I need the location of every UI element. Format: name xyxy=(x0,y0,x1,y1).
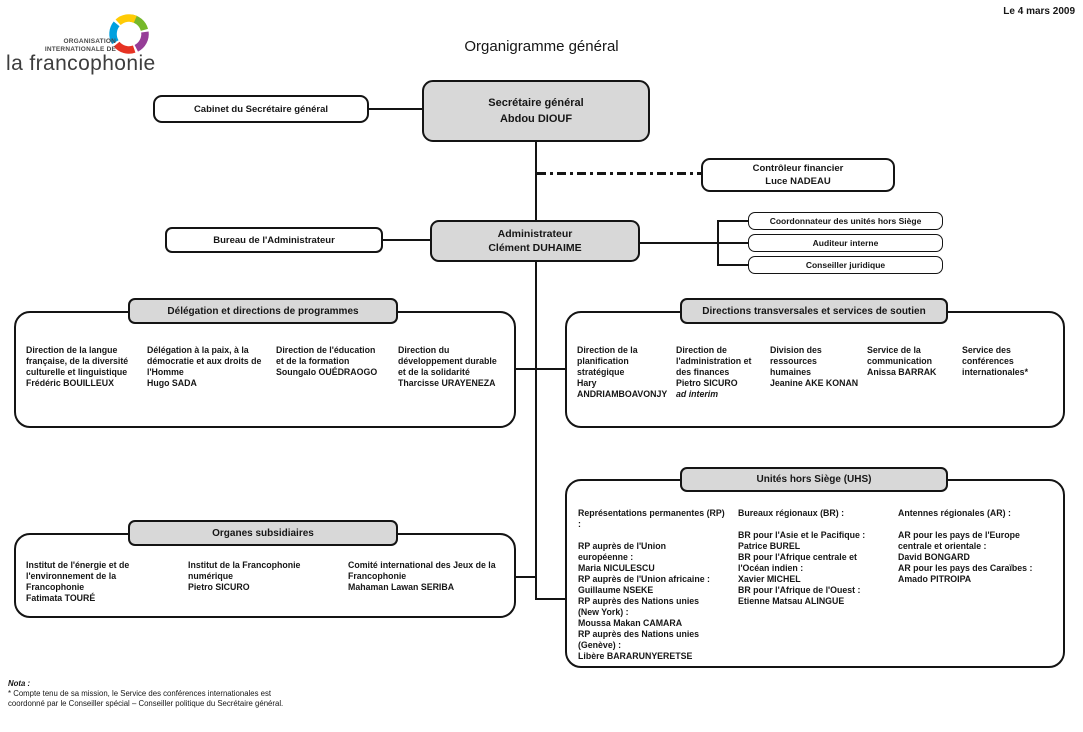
node-label: Coordonnateur des unités hors Siège xyxy=(769,216,922,226)
transversales-item: Service des conférences internationales* xyxy=(962,345,1056,378)
node-label: Cabinet du Secrétaire général xyxy=(193,103,329,115)
node-cabinet-secretaire-general: Cabinet du Secrétaire général xyxy=(153,95,369,123)
node-title: Secrétaire général xyxy=(488,97,584,109)
node-person: Abdou DIOUF xyxy=(499,113,573,125)
date-label: Le 4 mars 2009 xyxy=(1003,6,1075,17)
connector-line xyxy=(535,262,537,600)
logo-wordmark: la francophonie xyxy=(6,52,156,75)
section-organes-container xyxy=(14,533,516,618)
item-person: Fatimata TOURÉ xyxy=(26,593,96,603)
section-organes-header: Organes subsidiaires xyxy=(128,520,398,546)
node-auditeur-interne: Auditeur interne xyxy=(748,234,943,252)
item-person: Pietro SICURO xyxy=(188,582,250,592)
connector-line xyxy=(516,368,565,370)
item-title: Direction du développement durable et de… xyxy=(398,345,497,377)
item-person: Mahaman Lawan SERIBA xyxy=(348,582,455,592)
item-person: Tharcisse URAYENEZA xyxy=(398,378,496,388)
item-person: Frédéric BOUILLEUX xyxy=(26,378,114,388)
item-title: Délégation à la paix, à la démocratie et… xyxy=(147,345,262,377)
organes-item: Comité international des Jeux de la Fran… xyxy=(348,560,503,593)
programmes-item: Direction du développement durable et de… xyxy=(398,345,500,389)
section-uhs-header: Unités hors Siège (UHS) xyxy=(680,467,948,492)
node-label: Auditeur interne xyxy=(812,238,879,248)
node-secretaire-general: Secrétaire général Abdou DIOUF xyxy=(422,80,650,142)
item-note: ad interim xyxy=(676,389,719,399)
item-title: Direction de la langue française, de la … xyxy=(26,345,129,377)
organes-item: Institut de l'énergie et de l'environnem… xyxy=(26,560,176,604)
connector-line xyxy=(717,220,748,222)
item-title: Division des ressources humaines xyxy=(770,345,822,377)
item-person: Jeanine AKE KONAN xyxy=(770,378,859,388)
node-conseiller-juridique: Conseiller juridique xyxy=(748,256,943,274)
node-person: Clément DUHAIME xyxy=(488,242,582,254)
node-bureau-administrateur: Bureau de l'Administrateur xyxy=(165,227,383,253)
footnote: Nota : * Compte tenu de sa mission, le S… xyxy=(8,679,283,709)
uhs-column-rp: Représentations permanentes (RP) : RP au… xyxy=(578,508,730,662)
organes-item: Institut de la Francophonie numérique Pi… xyxy=(188,560,338,593)
connector-line xyxy=(717,264,748,266)
section-programmes-container xyxy=(14,311,516,428)
uhs-column-heading: Antennes régionales (AR) : xyxy=(898,508,1011,518)
uhs-column-body: RP auprès de l'Union européenne : Maria … xyxy=(578,541,710,661)
item-title: Institut de la Francophonie numérique xyxy=(188,560,301,581)
page-title: Organigramme général xyxy=(464,38,619,55)
footnote-body: * Compte tenu de sa mission, le Service … xyxy=(8,689,284,708)
item-title: Institut de l'énergie et de l'environnem… xyxy=(26,560,130,592)
footnote-label: Nota : xyxy=(8,679,31,688)
node-label: Conseiller juridique xyxy=(805,260,886,270)
node-person: Luce NADEAU xyxy=(765,176,831,187)
programmes-item: Délégation à la paix, à la démocratie et… xyxy=(147,345,265,389)
item-title: Direction de l'administration et des fin… xyxy=(676,345,752,377)
logo-org-text: ORGANISATION INTERNATIONALE DE xyxy=(44,38,116,53)
node-controleur-financier: Contrôleur financier Luce NADEAU xyxy=(701,158,895,192)
transversales-item: Direction de la planification stratégiqu… xyxy=(577,345,673,400)
item-title: Direction de l'éducation et de la format… xyxy=(276,345,376,366)
connector-line xyxy=(369,108,422,110)
uhs-column-body: BR pour l'Asie et le Pacifique : Patrice… xyxy=(738,530,866,606)
uhs-column-br: Bureaux régionaux (BR) : BR pour l'Asie … xyxy=(738,508,892,607)
connector-line xyxy=(536,598,565,600)
item-person: Anissa BARRAK xyxy=(867,367,937,377)
uhs-column-ar: Antennes régionales (AR) : AR pour les p… xyxy=(898,508,1056,585)
item-title: Direction de la planification stratégiqu… xyxy=(577,345,638,377)
node-label: Bureau de l'Administrateur xyxy=(213,234,335,246)
section-programmes-header: Délégation et directions de programmes xyxy=(128,298,398,324)
section-uhs-container xyxy=(565,479,1065,668)
item-person: Hugo SADA xyxy=(147,378,197,388)
dash-dot-connector-line xyxy=(537,172,701,175)
node-administrateur: Administrateur Clément DUHAIME xyxy=(430,220,640,262)
uhs-column-body: AR pour les pays de l'Europe centrale et… xyxy=(898,530,1033,584)
item-title: Comité international des Jeux de la Fran… xyxy=(348,560,496,581)
section-transversales-header: Directions transversales et services de … xyxy=(680,298,948,324)
item-person: Hary ANDRIAMBOAVONJY xyxy=(577,378,668,399)
item-title: Service de la communication xyxy=(867,345,933,366)
programmes-item: Direction de l'éducation et de la format… xyxy=(276,345,378,378)
transversales-item: Direction de l'administration et des fin… xyxy=(676,345,766,400)
item-person: Soungalo OUÉDRAOGO xyxy=(276,367,378,377)
connector-line xyxy=(535,142,537,220)
item-person: Pietro SICURO xyxy=(676,378,738,388)
item-title: Service des conférences internationales* xyxy=(962,345,1028,377)
node-coordonnateur-uhs: Coordonnateur des unités hors Siège xyxy=(748,212,943,230)
uhs-column-heading: Représentations permanentes (RP) : xyxy=(578,508,725,529)
connector-line xyxy=(640,242,748,244)
programmes-item: Direction de la langue française, de la … xyxy=(26,345,138,389)
transversales-item: Service de la communication Anissa BARRA… xyxy=(867,345,955,378)
oif-logo-icon xyxy=(109,14,149,54)
uhs-column-heading: Bureaux régionaux (BR) : xyxy=(738,508,845,518)
connector-line xyxy=(516,576,536,578)
node-title: Administrateur xyxy=(497,228,573,240)
connector-line xyxy=(383,239,430,241)
connector-line xyxy=(717,220,719,266)
node-title: Contrôleur financier xyxy=(752,163,844,174)
transversales-item: Division des ressources humaines Jeanine… xyxy=(770,345,860,389)
